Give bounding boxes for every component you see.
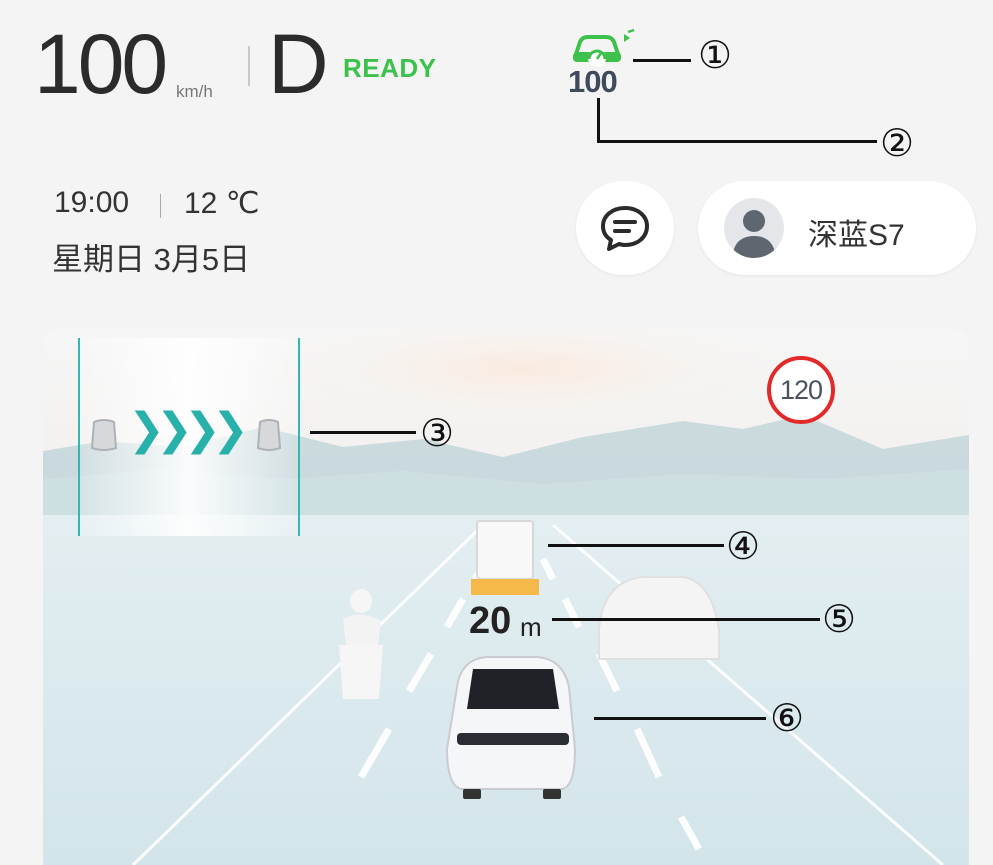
date-label: 星期日 3月5日 (52, 242, 251, 277)
lane-change-arrows-icon: ❯ (212, 405, 249, 454)
profile-button[interactable]: 深蓝S7 (698, 181, 976, 275)
callout-line-3 (310, 431, 416, 434)
follow-distance-unit: m (520, 612, 542, 642)
speed-unit: km/h (176, 82, 213, 101)
clock-time: 19:00 (54, 186, 130, 219)
gear-indicator: D (268, 17, 329, 111)
user-avatar-icon (732, 210, 776, 258)
callout-6: ⑥ (770, 696, 805, 740)
callout-line-1 (633, 59, 691, 62)
speed-limit-value: 120 (779, 374, 823, 405)
acc-cruise-car-icon (573, 28, 635, 67)
callout-4: ④ (726, 524, 761, 568)
callout-5: ⑤ (822, 597, 857, 641)
avatar (724, 198, 784, 258)
lane-change-arrows-icon: ❯ (184, 405, 221, 454)
car-rear-icon (256, 419, 282, 451)
divider (248, 46, 250, 86)
lane-change-arrows-icon: ❯ (128, 405, 165, 454)
message-bubble-icon (601, 206, 649, 251)
message-button[interactable] (576, 181, 674, 275)
speed-limit-sign: 120 (767, 356, 835, 424)
acc-set-speed: 100 (568, 64, 618, 99)
callout-line-2-vertical (597, 98, 600, 143)
callout-line-2 (597, 140, 877, 143)
lane-change-arrows-icon: ❯ (156, 405, 193, 454)
follow-distance-value: 20 (469, 600, 512, 642)
callout-line-5 (552, 618, 820, 621)
callout-1: ① (698, 33, 733, 77)
divider (160, 194, 161, 218)
callout-line-4 (548, 544, 724, 547)
profile-name: 深蓝S7 (808, 219, 905, 252)
ready-status: READY (343, 53, 437, 83)
car-rear-icon (90, 419, 118, 451)
callout-line-6 (594, 717, 766, 720)
callout-2: ② (880, 121, 915, 165)
outside-temperature: 12 ℃ (184, 187, 260, 220)
callout-3: ③ (420, 411, 455, 455)
current-speed: 100 (34, 17, 168, 111)
